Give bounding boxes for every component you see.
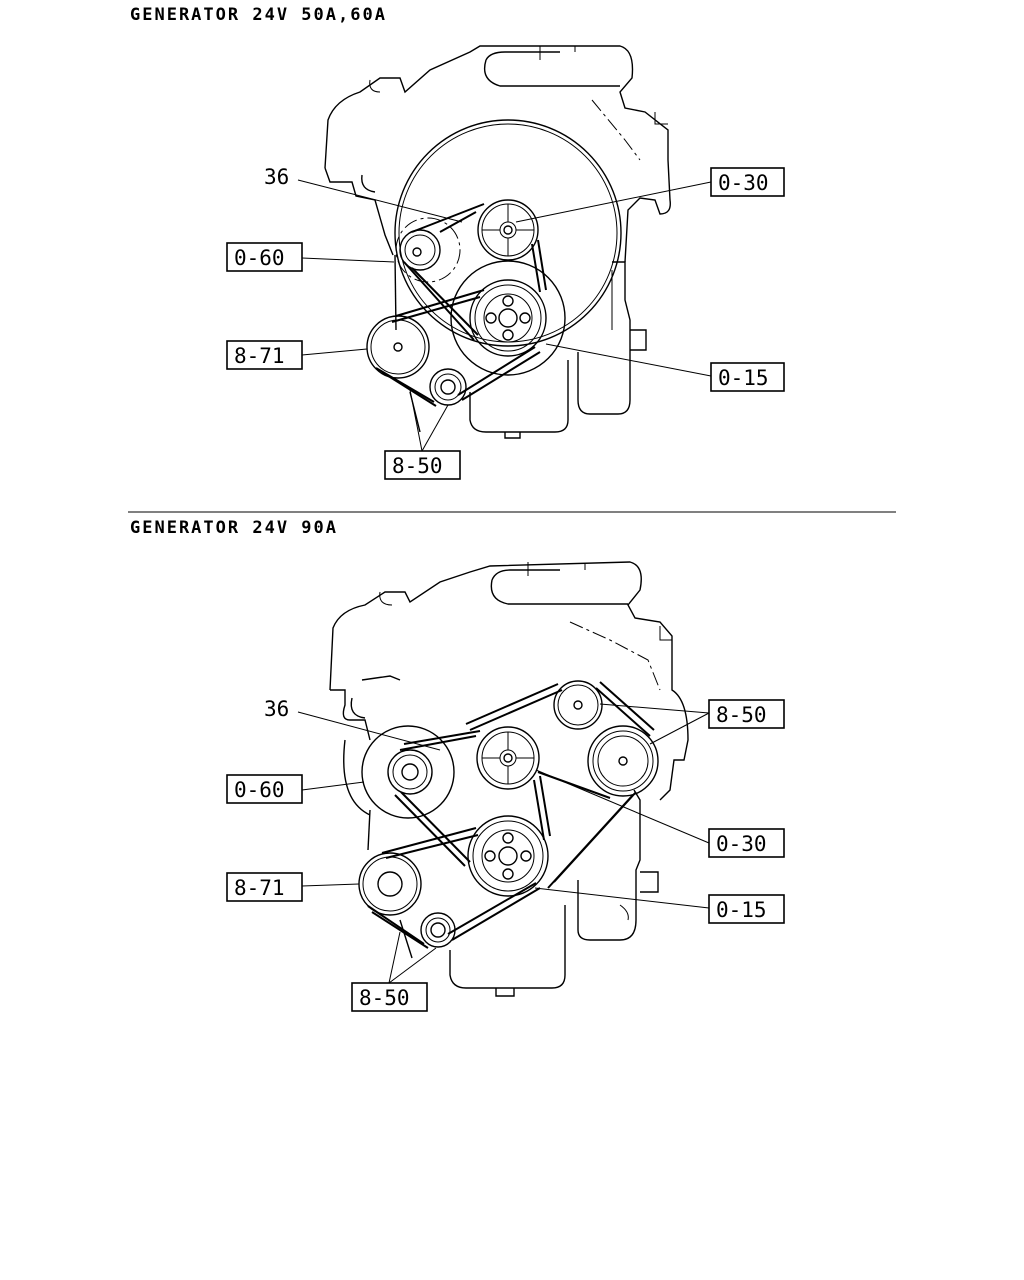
callout-idler-1: 8-50 [384, 389, 461, 480]
callout-text-idler-upper-2: 8-50 [716, 703, 767, 727]
callout-text-fan-pulley-2: 0-30 [716, 832, 767, 856]
callout-text-idler-lower-2: 8-50 [359, 986, 410, 1010]
idler-lower-pulley-2 [420, 912, 456, 948]
belt-1 [403, 203, 547, 341]
callout-generator-1: 0-60 [226, 242, 395, 272]
belt-2 [394, 681, 655, 867]
generator-pulley-1 [395, 217, 461, 283]
engine-outline-1 [324, 45, 671, 439]
callout-text-belt-2: 36 [264, 697, 289, 721]
callout-crank-pulley-2: 0-15 [534, 887, 785, 924]
callout-belt-2: 36 [264, 697, 441, 751]
fan-pulley-1 [477, 199, 539, 261]
callout-belt-1: 36 [264, 165, 463, 223]
callout-text-generator-1: 0-60 [234, 246, 285, 270]
callout-fan-pulley-1: 0-30 [515, 167, 785, 223]
belt-lower-1 [375, 289, 541, 407]
callout-idler-upper-2: 8-50 [599, 699, 785, 745]
callout-text-crank-pulley-2: 0-15 [716, 898, 767, 922]
callout-text-belt-1: 36 [264, 165, 289, 189]
belt-lower-2 [367, 791, 637, 949]
crank-pulley-2 [467, 815, 549, 897]
callout-tensioner-2: 8-71 [226, 872, 360, 902]
callout-idler-lower-2: 8-50 [351, 931, 437, 1012]
callout-fan-pulley-2: 0-30 [535, 769, 785, 858]
callout-text-idler-1: 8-50 [392, 454, 443, 478]
idler-upper-pulley-2 [553, 680, 603, 730]
section-title-generator-90a: GENERATOR 24V 90A [130, 518, 338, 538]
callout-text-tensioner-1: 8-71 [234, 344, 285, 368]
crank-pulley-1 [469, 279, 547, 357]
section-title-generator-50a-60a: GENERATOR 24V 50A,60A [130, 5, 387, 25]
fan-pulley-2 [476, 726, 540, 790]
engine-outline-2 [329, 561, 689, 997]
callout-text-crank-pulley-1: 0-15 [718, 366, 769, 390]
water-pump-1 [450, 260, 566, 376]
callout-text-fan-pulley-1: 0-30 [718, 171, 769, 195]
callout-crank-pulley-1: 0-15 [545, 343, 785, 392]
callout-tensioner-1: 8-71 [226, 340, 368, 370]
callout-text-tensioner-2: 8-71 [234, 876, 285, 900]
right-pulley-2 [587, 725, 659, 797]
callout-text-generator-2: 0-60 [234, 778, 285, 802]
generator-pulley-2 [361, 725, 455, 819]
idler-pulley-1 [429, 368, 467, 406]
callout-generator-2: 0-60 [226, 774, 365, 804]
